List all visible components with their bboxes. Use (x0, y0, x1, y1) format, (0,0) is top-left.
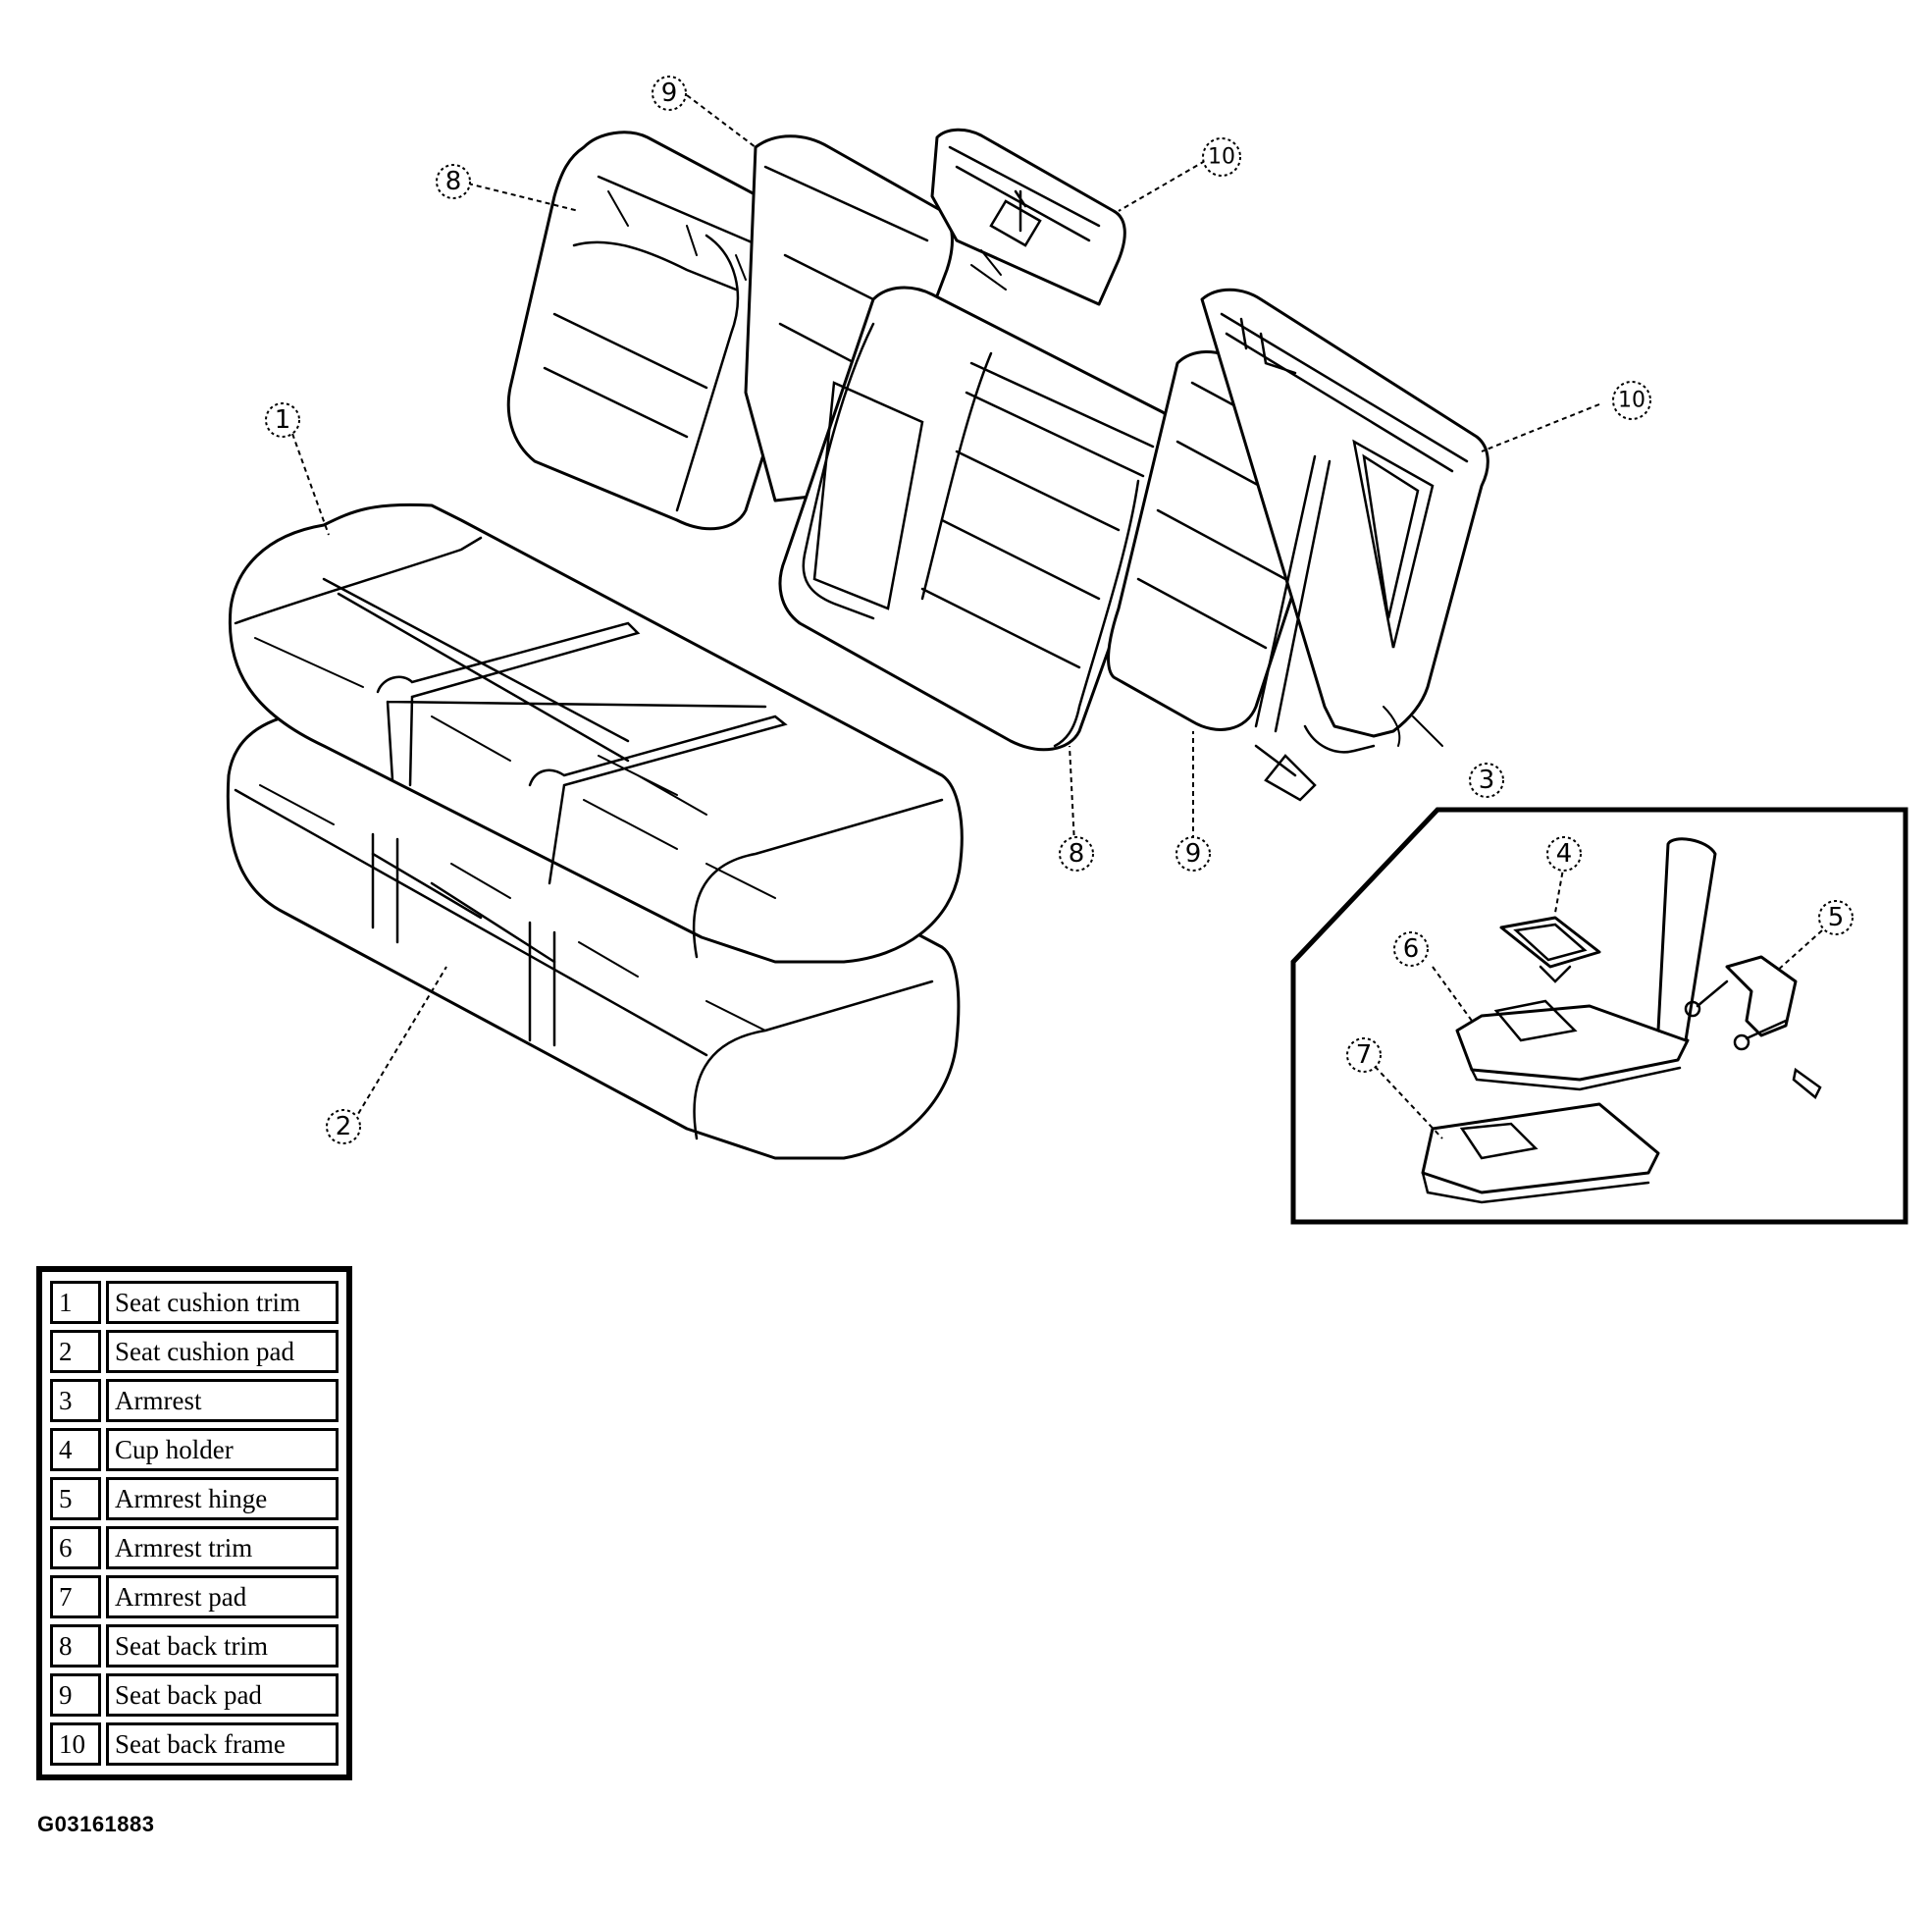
legend-part-name: Seat cushion trim (106, 1281, 339, 1324)
legend-row: 10 Seat back frame (50, 1722, 339, 1766)
callout-8-upper: 8 (436, 164, 471, 199)
legend-part-number: 2 (50, 1330, 101, 1373)
callout-5: 5 (1818, 900, 1854, 935)
callout-10-upper-label: 10 (1208, 145, 1235, 170)
legend-part-number: 1 (50, 1281, 101, 1324)
armrest-pad-part (1421, 1102, 1660, 1204)
leader-lines (286, 94, 1600, 1130)
legend-part-name: Armrest (106, 1379, 339, 1422)
callout-3-label: 3 (1479, 766, 1495, 795)
parts-legend: 1 Seat cushion trim 2 Seat cushion pad 3… (36, 1266, 352, 1780)
callout-4: 4 (1546, 836, 1582, 872)
legend-part-name: Armrest hinge (106, 1477, 339, 1520)
seat-cushion-trim (228, 503, 964, 964)
armrest-hinge-part (1684, 955, 1822, 1099)
callout-3: 3 (1469, 763, 1504, 798)
legend-part-number: 3 (50, 1379, 101, 1422)
seat-back-left (506, 131, 821, 531)
legend-part-name: Seat back pad (106, 1673, 339, 1717)
legend-row: 3 Armrest (50, 1379, 339, 1422)
legend-part-number: 6 (50, 1526, 101, 1569)
callout-4-label: 4 (1556, 839, 1573, 869)
legend-part-name: Armrest pad (106, 1575, 339, 1618)
legend-row: 8 Seat back trim (50, 1624, 339, 1668)
legend-part-number: 10 (50, 1722, 101, 1766)
legend-part-name: Armrest trim (106, 1526, 339, 1569)
callout-9-upper-label: 9 (661, 79, 678, 108)
callout-8-upper-label: 8 (445, 167, 462, 196)
callout-2-label: 2 (336, 1112, 352, 1141)
callout-6: 6 (1393, 931, 1429, 967)
callout-9-upper: 9 (652, 76, 687, 111)
legend-part-name: Seat back frame (106, 1722, 339, 1766)
legend-row: 4 Cup holder (50, 1428, 339, 1471)
legend-part-number: 4 (50, 1428, 101, 1471)
legend-row: 7 Armrest pad (50, 1575, 339, 1618)
legend-row: 9 Seat back pad (50, 1673, 339, 1717)
legend-row: 5 Armrest hinge (50, 1477, 339, 1520)
callout-7-label: 7 (1356, 1040, 1373, 1070)
callout-5-label: 5 (1828, 903, 1845, 932)
armrest-trim-part (1455, 837, 1717, 1091)
callout-9-lower: 9 (1175, 836, 1211, 872)
legend-row: 2 Seat cushion pad (50, 1330, 339, 1373)
callout-2: 2 (326, 1109, 361, 1144)
callout-7: 7 (1346, 1037, 1382, 1073)
seat-back-right (1107, 288, 1489, 802)
legend-part-number: 5 (50, 1477, 101, 1520)
legend-part-number: 9 (50, 1673, 101, 1717)
legend-row: 6 Armrest trim (50, 1526, 339, 1569)
callout-10-lower-label: 10 (1618, 389, 1645, 413)
inset-leader-lines (1368, 863, 1823, 1139)
callout-8-lower-label: 8 (1069, 839, 1085, 869)
legend-part-number: 7 (50, 1575, 101, 1618)
callout-10-lower: 10 (1612, 381, 1651, 420)
legend-part-name: Seat back trim (106, 1624, 339, 1668)
figure-code: G03161883 (37, 1812, 155, 1836)
legend-part-name: Seat cushion pad (106, 1330, 339, 1373)
callout-9-lower-label: 9 (1185, 839, 1202, 869)
callout-10-upper: 10 (1202, 137, 1241, 177)
seat-back-center (778, 286, 1179, 752)
callout-8-lower: 8 (1059, 836, 1094, 872)
callout-1-label: 1 (275, 405, 291, 435)
legend-part-name: Cup holder (106, 1428, 339, 1471)
seat-back-frame-upper (930, 128, 1126, 306)
cup-holder-part (1499, 916, 1601, 983)
parts-legend-table: 1 Seat cushion trim 2 Seat cushion pad 3… (45, 1275, 343, 1772)
legend-row: 1 Seat cushion trim (50, 1281, 339, 1324)
callout-6-label: 6 (1403, 934, 1420, 964)
legend-part-number: 8 (50, 1624, 101, 1668)
callout-1: 1 (265, 402, 300, 438)
